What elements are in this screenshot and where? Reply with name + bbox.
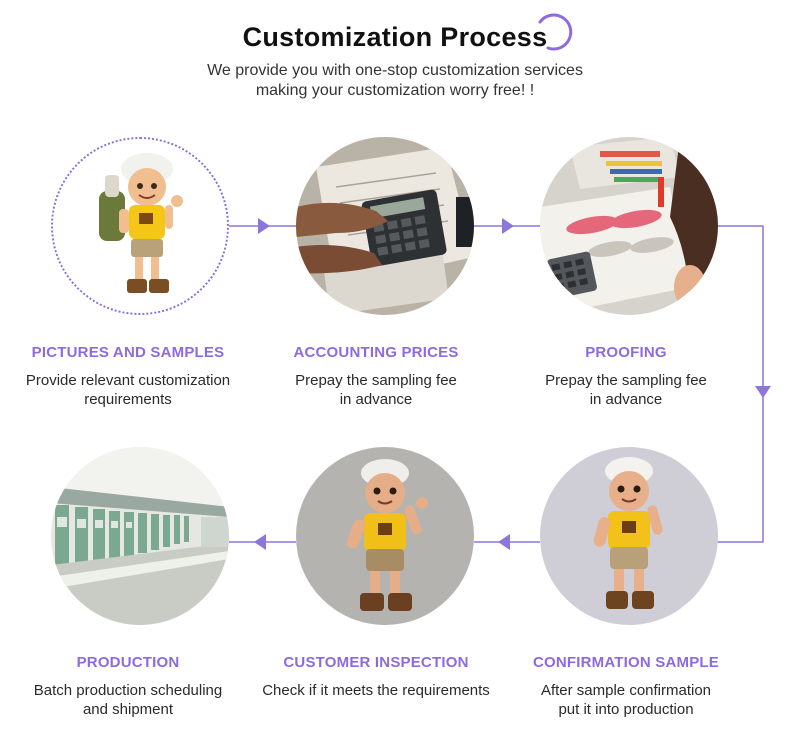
step-4-image: [540, 447, 718, 625]
step-4-description: After sample confirmation put it into pr…: [540, 682, 712, 718]
step-2-description: Prepay the sampling fee in advance: [295, 372, 457, 408]
plush-doll-icon: [296, 447, 474, 625]
plush-doll-icon: [540, 447, 718, 625]
cartoon-explorer-icon: [53, 139, 227, 313]
calculator-icon: [296, 137, 474, 315]
step-3-description: Prepay the sampling fee in advance: [545, 372, 707, 408]
step-5-description: Check if it meets the requirements: [262, 682, 490, 699]
step-5-title: CUSTOMER INSPECTION: [283, 654, 469, 671]
step-6-title: PRODUCTION: [76, 654, 180, 671]
step-2-image: [296, 137, 474, 315]
step-1-image: [51, 137, 229, 315]
step-6-description: Batch production scheduling and shipment: [33, 682, 223, 718]
step-6-image: [51, 447, 229, 625]
step-4-title: CONFIRMATION SAMPLE: [532, 654, 719, 671]
step-3-title: PROOFING: [585, 344, 667, 361]
arrow-left-icon: [254, 534, 266, 550]
design-sketch-icon: [540, 137, 718, 315]
step-5-image: [296, 447, 474, 625]
step-1-description: Provide relevant customization requireme…: [25, 372, 231, 408]
step-2-title: ACCOUNTING PRICES: [293, 344, 459, 361]
step-1-title: PICTURES AND SAMPLES: [31, 344, 225, 361]
page-subtitle: We provide you with one-stop customizati…: [150, 61, 640, 101]
page-title: Customization Process: [242, 22, 548, 52]
embroidery-machine-icon: [51, 447, 229, 625]
step-3-image: [540, 137, 718, 315]
arrow-right-icon: [258, 218, 270, 234]
arrow-right-icon: [502, 218, 514, 234]
arrow-left-icon: [498, 534, 510, 550]
title-arc-decoration: [538, 13, 573, 51]
subtitle-line-2: making your customization worry free! !: [255, 82, 535, 99]
arrow-down-icon: [755, 386, 771, 398]
subtitle-line-1: We provide you with one-stop customizati…: [207, 62, 583, 79]
